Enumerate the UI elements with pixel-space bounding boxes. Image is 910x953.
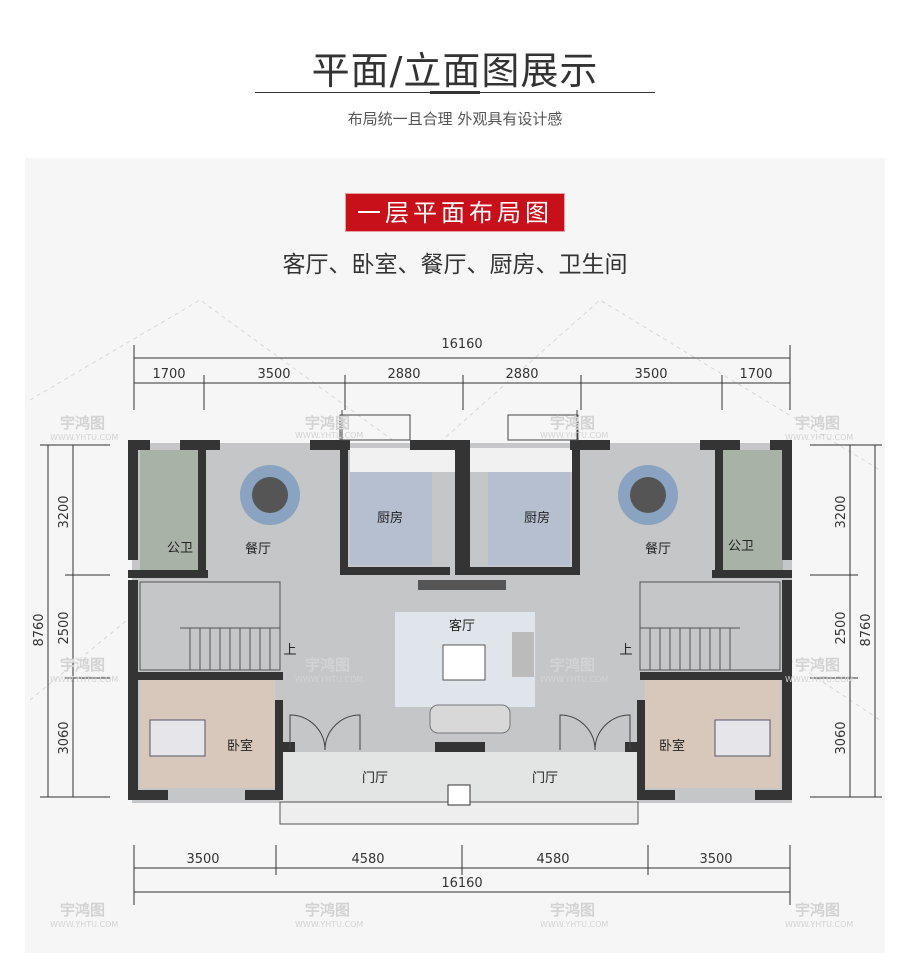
svg-text:WWW.YHTU.COM: WWW.YHTU.COM (540, 675, 608, 684)
room-label-dining-right: 餐厅 (645, 541, 671, 557)
kitchen-floor-right (488, 472, 570, 565)
svg-text:宇鸿图: 宇鸿图 (305, 901, 350, 919)
svg-text:宇鸿图: 宇鸿图 (550, 414, 595, 432)
left-dimensions (40, 444, 110, 798)
doors (289, 410, 631, 751)
bathroom-floor-left (140, 450, 198, 570)
bottom-dim: 3500 (186, 852, 219, 867)
svg-text:WWW.YHTU.COM: WWW.YHTU.COM (785, 675, 853, 684)
left-dim: 3200 (57, 495, 72, 528)
dining-table-right (618, 465, 678, 525)
svg-text:宇鸿图: 宇鸿图 (60, 901, 105, 919)
room-label-kitchen-left: 厨房 (377, 510, 403, 526)
right-dimensions (810, 444, 882, 798)
bottom-total-dim: 16160 (441, 876, 482, 891)
svg-text:WWW.YHTU.COM: WWW.YHTU.COM (540, 920, 608, 929)
svg-text:宇鸿图: 宇鸿图 (305, 656, 350, 674)
top-dim: 2880 (505, 367, 538, 382)
svg-text:WWW.YHTU.COM: WWW.YHTU.COM (295, 675, 363, 684)
svg-text:WWW.YHTU.COM: WWW.YHTU.COM (540, 431, 608, 440)
kitchen-floor-left (350, 472, 432, 565)
room-label-foyer-left: 门厅 (362, 771, 388, 786)
kitchen-counter-right (466, 448, 576, 472)
sofa (429, 704, 511, 734)
left-total-dim: 8760 (32, 613, 47, 646)
dining-table-left (240, 465, 300, 525)
room-label-foyer-right: 门厅 (532, 771, 558, 786)
svg-text:宇鸿图: 宇鸿图 (795, 901, 840, 919)
room-label-kitchen-right: 厨房 (524, 510, 550, 526)
stairs-left (139, 581, 281, 671)
tv-cabinet (418, 580, 506, 590)
svg-text:宇鸿图: 宇鸿图 (550, 901, 595, 919)
left-dim: 2500 (57, 611, 72, 644)
rooms-summary: 客厅、卧室、餐厅、厨房、卫生间 (282, 252, 628, 278)
bottom-dim: 4580 (351, 852, 384, 867)
stairs-up-label-right: 上 (619, 643, 632, 658)
top-dim: 1700 (739, 367, 772, 382)
right-dim: 2500 (834, 611, 849, 644)
coffee-table (442, 644, 486, 681)
bed-right (714, 719, 771, 757)
svg-text:宇鸿图: 宇鸿图 (550, 656, 595, 674)
svg-text:宇鸿图: 宇鸿图 (305, 414, 350, 432)
top-total-dim: 16160 (441, 337, 482, 352)
svg-text:宇鸿图: 宇鸿图 (60, 656, 105, 674)
room-label-wc-left: 公卫 (167, 541, 193, 556)
bathroom-floor-right (723, 450, 783, 570)
svg-text:宇鸿图: 宇鸿图 (795, 414, 840, 432)
svg-text:WWW.YHTU.COM: WWW.YHTU.COM (50, 920, 118, 929)
walls (128, 440, 792, 800)
bottom-dim: 4580 (536, 852, 569, 867)
page-subtitle: 布局统一且合理 外观具有设计感 (347, 110, 563, 128)
bed-left (149, 719, 206, 757)
svg-text:WWW.YHTU.COM: WWW.YHTU.COM (295, 920, 363, 929)
bottom-dimensions (133, 845, 791, 905)
entrance-mat (447, 784, 471, 806)
floor-plan-badge: 一层平面布局图 (345, 193, 565, 232)
room-label-dining-left: 餐厅 (245, 541, 271, 557)
room-label-living: 客厅 (449, 618, 475, 634)
room-label-bedroom-right: 卧室 (659, 738, 685, 754)
svg-text:WWW.YHTU.COM: WWW.YHTU.COM (295, 431, 363, 440)
top-dim: 2880 (387, 367, 420, 382)
title-divider-accent (430, 91, 480, 94)
left-dim: 3060 (57, 721, 72, 754)
svg-text:WWW.YHTU.COM: WWW.YHTU.COM (50, 675, 118, 684)
svg-text:宇鸿图: 宇鸿图 (795, 656, 840, 674)
svg-text:宇鸿图: 宇鸿图 (60, 414, 105, 432)
right-dim: 3060 (834, 721, 849, 754)
right-total-dim: 8760 (859, 613, 874, 646)
top-dim: 3500 (257, 367, 290, 382)
room-label-bedroom-left: 卧室 (227, 738, 253, 754)
svg-text:WWW.YHTU.COM: WWW.YHTU.COM (50, 433, 118, 442)
top-dim: 1700 (152, 367, 185, 382)
svg-text:WWW.YHTU.COM: WWW.YHTU.COM (785, 920, 853, 929)
room-label-wc-right: 公卫 (728, 539, 754, 554)
page-title: 平面/立面图展示 (311, 49, 599, 93)
kitchen-counter-left (350, 448, 460, 472)
right-dim: 3200 (834, 495, 849, 528)
top-dimensions (133, 345, 791, 410)
stairs-right (639, 581, 781, 671)
stairs-up-label-left: 上 (283, 643, 296, 658)
top-dim: 3500 (634, 367, 667, 382)
svg-text:WWW.YHTU.COM: WWW.YHTU.COM (785, 433, 853, 442)
side-sofa (512, 632, 534, 677)
bottom-dim: 3500 (699, 852, 732, 867)
